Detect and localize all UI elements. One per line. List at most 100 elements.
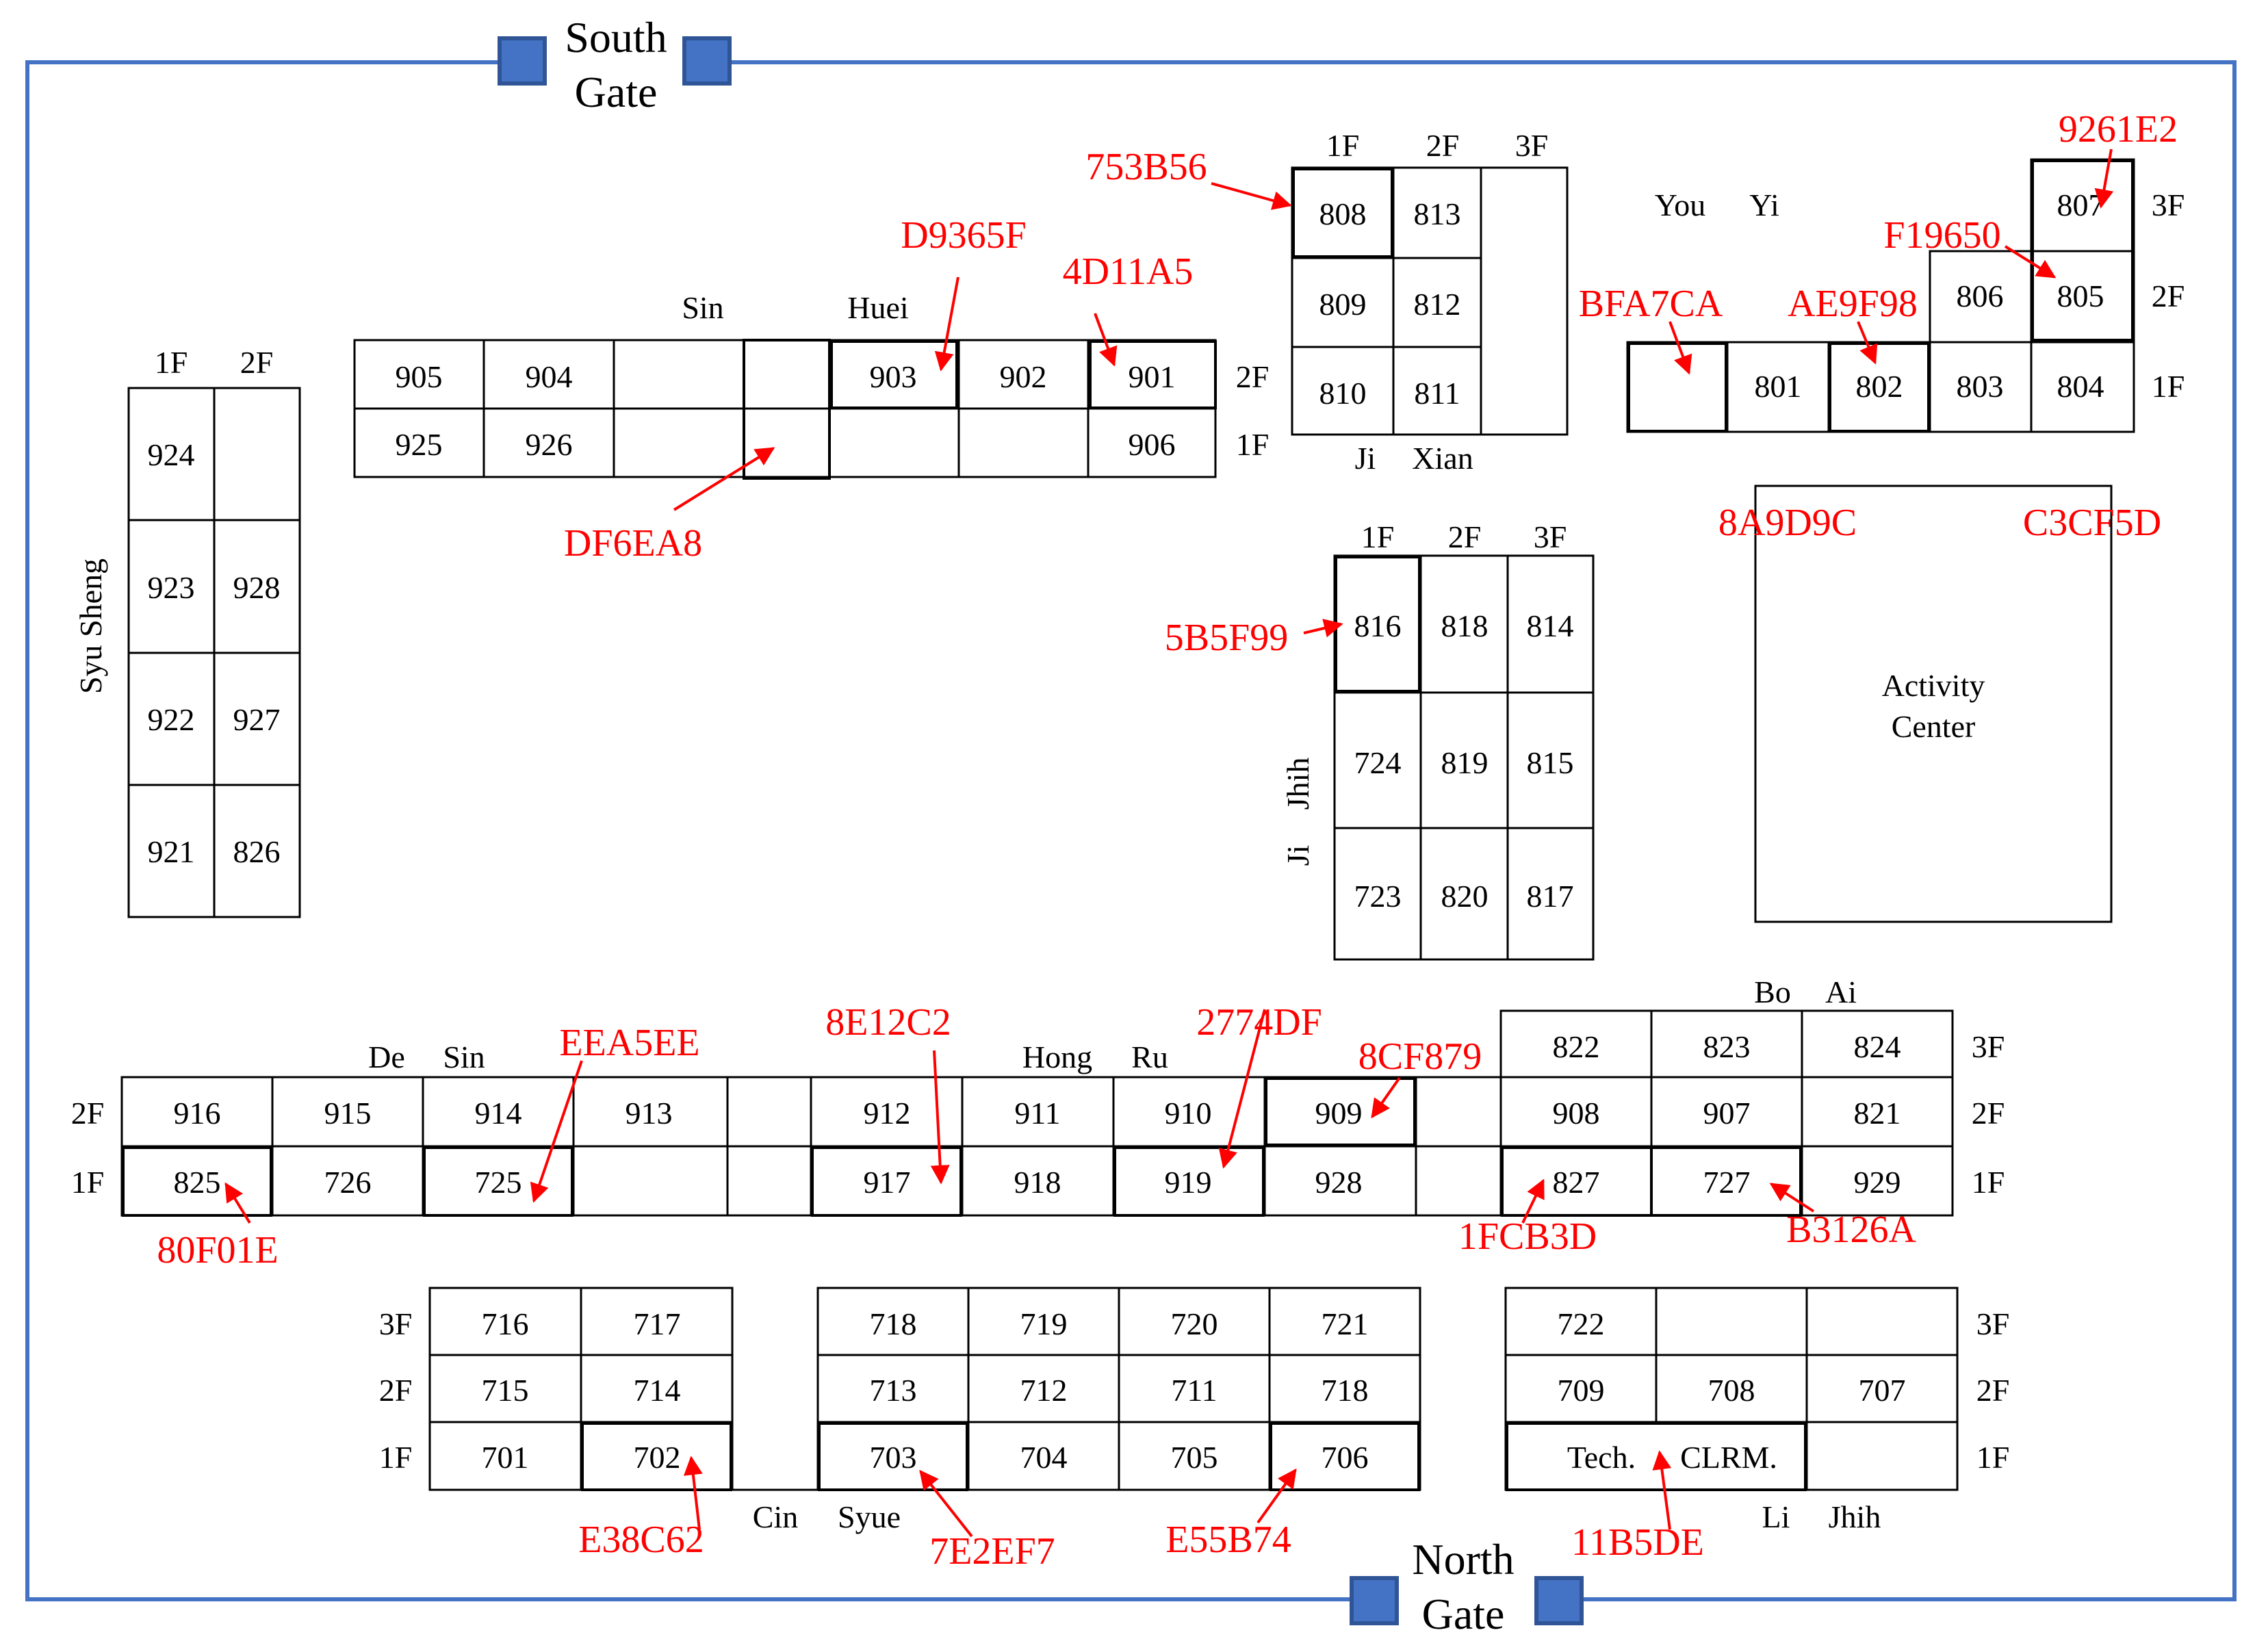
room[interactable]: 923 (148, 570, 195, 605)
room[interactable]: 724 (1354, 745, 1402, 780)
room[interactable]: 823 (1703, 1029, 1751, 1064)
room[interactable]: 715 (482, 1373, 529, 1408)
room[interactable]: 816 (1354, 608, 1402, 643)
room[interactable]: 703 (870, 1440, 917, 1475)
room[interactable]: 917 (864, 1165, 911, 1200)
room[interactable]: 720 (1171, 1306, 1218, 1341)
building-ji-jhih[interactable]: 1F 2F 3F 816 818 814 724 819 815 723 820… (1280, 519, 1595, 961)
room[interactable]: 712 (1020, 1373, 1068, 1408)
red-arrow-icon (224, 1182, 251, 1224)
building-you-yi[interactable]: You Yi 807 806 805 801 802 803 804 3F 2F… (1626, 158, 2185, 433)
room[interactable]: 817 (1527, 879, 1574, 914)
room[interactable]: 912 (864, 1096, 911, 1131)
room[interactable]: 928 (1315, 1165, 1363, 1200)
room[interactable]: 705 (1171, 1440, 1218, 1475)
north-gate[interactable]: North Gate (1350, 1535, 1584, 1638)
room[interactable]: 722 (1558, 1306, 1605, 1341)
room[interactable]: 822 (1553, 1029, 1600, 1064)
room[interactable]: 702 (634, 1440, 681, 1475)
room[interactable]: 717 (634, 1306, 681, 1341)
room[interactable]: 922 (148, 702, 195, 737)
room[interactable]: 713 (870, 1373, 917, 1408)
room[interactable]: 827 (1553, 1165, 1600, 1200)
room[interactable]: 924 (148, 437, 195, 472)
activity-center[interactable]: Activity Center (1754, 485, 2113, 923)
room[interactable]: 813 (1414, 196, 1461, 231)
room[interactable]: 826 (233, 834, 281, 869)
room[interactable]: 910 (1165, 1096, 1212, 1131)
room[interactable]: 812 (1414, 287, 1461, 322)
room[interactable]: 915 (324, 1096, 372, 1131)
room[interactable]: 808 (1319, 196, 1367, 231)
room[interactable]: CLRM. (1680, 1440, 1777, 1475)
building-syu-sheng[interactable]: 1F 2F 924 923 928 922 927 921 826 Syu Sh… (73, 345, 301, 918)
room[interactable]: 918 (1014, 1165, 1061, 1200)
building-sin-huei[interactable]: Sin Huei 905 904 903 902 901 925 926 906… (353, 290, 1269, 480)
room[interactable]: 905 (396, 359, 443, 394)
room[interactable]: 901 (1129, 359, 1176, 394)
room[interactable]: 929 (1854, 1165, 1901, 1200)
room[interactable]: 707 (1859, 1373, 1906, 1408)
room[interactable]: 810 (1319, 376, 1367, 411)
room[interactable]: 814 (1527, 608, 1574, 643)
room[interactable]: 926 (526, 427, 573, 462)
room[interactable]: 803 (1957, 369, 2004, 404)
room[interactable]: 718 (1322, 1373, 1369, 1408)
room[interactable]: 727 (1703, 1165, 1751, 1200)
building-bo-ai[interactable]: Bo Ai 822 823 824 908 907 821 827 727 92… (1499, 975, 2005, 1217)
room[interactable]: 907 (1703, 1096, 1751, 1131)
room[interactable]: 825 (174, 1165, 221, 1200)
room[interactable]: 902 (1000, 359, 1047, 394)
room[interactable]: 721 (1322, 1306, 1369, 1341)
room[interactable]: 708 (1708, 1373, 1755, 1408)
room[interactable]: 811 (1414, 376, 1460, 411)
room[interactable]: 928 (233, 570, 281, 605)
room[interactable]: 925 (396, 427, 443, 462)
room[interactable]: 818 (1441, 608, 1489, 643)
room[interactable]: 711 (1171, 1373, 1217, 1408)
room[interactable]: 815 (1527, 745, 1574, 780)
room[interactable]: 908 (1553, 1096, 1600, 1131)
room[interactable]: 919 (1165, 1165, 1212, 1200)
room[interactable]: 909 (1315, 1096, 1363, 1131)
room[interactable]: 927 (233, 702, 281, 737)
room[interactable]: 914 (475, 1096, 522, 1131)
building-hong-ru[interactable]: Hong Ru 912 911 910 909 917 918 919 928 (726, 1040, 1502, 1217)
room[interactable]: 716 (482, 1306, 529, 1341)
room[interactable]: 709 (1558, 1373, 1605, 1408)
room[interactable]: 706 (1322, 1440, 1369, 1475)
building-cin-syue[interactable]: 3F 2F 1F 716 717 715 714 701 702 718 719… (379, 1287, 1421, 1534)
room[interactable]: 904 (526, 359, 573, 394)
room[interactable]: 725 (475, 1165, 522, 1200)
room[interactable]: 809 (1319, 287, 1367, 322)
room[interactable]: 806 (1957, 279, 2004, 313)
room[interactable]: 719 (1020, 1306, 1068, 1341)
room[interactable]: 821 (1854, 1096, 1901, 1131)
room[interactable]: 921 (148, 834, 195, 869)
building-de-sin[interactable]: De Sin 2F 1F 916 915 914 913 825 726 725 (71, 1040, 729, 1217)
room[interactable]: 807 (2057, 188, 2104, 222)
room[interactable]: 913 (626, 1096, 673, 1131)
room[interactable]: Tech. (1567, 1440, 1636, 1475)
room[interactable]: 718 (870, 1306, 917, 1341)
building-li-jhih[interactable]: 3F 2F 1F 722 709 708 707 Tech. CLRM. Li … (1504, 1287, 2009, 1534)
room[interactable]: 916 (174, 1096, 221, 1131)
room[interactable]: 903 (870, 359, 917, 394)
south-gate[interactable]: South Gate (498, 13, 732, 116)
room[interactable]: 824 (1854, 1029, 1901, 1064)
room[interactable]: 819 (1441, 745, 1489, 780)
room[interactable]: 805 (2057, 279, 2104, 313)
building-name: Center (1892, 709, 1976, 744)
room[interactable]: 906 (1129, 427, 1176, 462)
room[interactable]: 802 (1856, 369, 1903, 404)
room[interactable]: 714 (634, 1373, 681, 1408)
building-ji-xian[interactable]: 1F 2F 3F 808 813 809 812 810 811 Ji Xian (1291, 128, 1569, 476)
room[interactable]: 704 (1020, 1440, 1068, 1475)
room[interactable]: 801 (1755, 369, 1802, 404)
room[interactable]: 701 (482, 1440, 529, 1475)
room[interactable]: 723 (1354, 879, 1402, 914)
room[interactable]: 804 (2057, 369, 2104, 404)
room[interactable]: 726 (324, 1165, 372, 1200)
room[interactable]: 820 (1441, 879, 1489, 914)
room[interactable]: 911 (1014, 1096, 1060, 1131)
